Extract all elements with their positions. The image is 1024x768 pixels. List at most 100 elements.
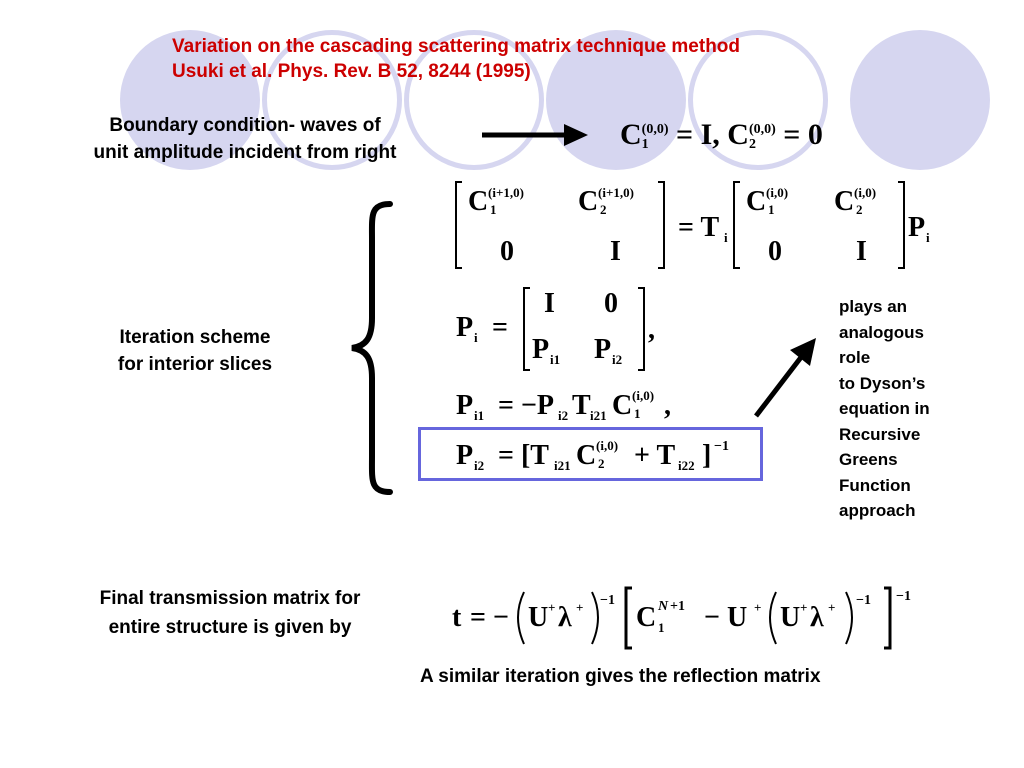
svg-text:+: + xyxy=(800,600,807,615)
svg-text:i1: i1 xyxy=(474,408,484,423)
decor-circle xyxy=(546,30,686,170)
svg-text:i: i xyxy=(724,230,728,245)
svg-text:(i,0): (i,0) xyxy=(854,185,876,200)
svg-text:−1: −1 xyxy=(856,593,871,608)
svg-text:λ: λ xyxy=(810,602,824,633)
svg-text:2: 2 xyxy=(856,202,863,217)
reflection-note: A similar iteration gives the reflection… xyxy=(420,666,821,687)
svg-text:1: 1 xyxy=(490,202,497,217)
note-line: analogous xyxy=(839,322,925,342)
svg-text:−1: −1 xyxy=(600,593,615,608)
svg-text:1: 1 xyxy=(768,202,775,217)
svg-text:N: N xyxy=(657,599,669,614)
svg-text:]: ] xyxy=(702,440,711,471)
pi2-equation-box xyxy=(418,427,763,481)
note-line: to Dyson’s xyxy=(839,373,926,393)
svg-text:0: 0 xyxy=(500,236,514,267)
decor-circle xyxy=(850,30,990,170)
boundary-condition-text: Boundary condition- waves of unit amplit… xyxy=(40,112,450,166)
svg-text:0: 0 xyxy=(768,236,782,267)
svg-text:,: , xyxy=(664,390,671,421)
svg-text:+: + xyxy=(828,600,835,615)
transmission-equation: t = − U + λ + −1 C N +1 1 − U + U + λ + … xyxy=(452,586,911,650)
svg-text:I: I xyxy=(856,236,867,267)
svg-text:U: U xyxy=(528,602,548,633)
svg-text:(i+1,0): (i+1,0) xyxy=(598,185,634,200)
svg-text:=: = xyxy=(492,312,508,343)
svg-text:(i,0): (i,0) xyxy=(766,185,788,200)
svg-text:1: 1 xyxy=(658,620,665,635)
svg-text:i2: i2 xyxy=(474,458,484,473)
svg-text:C: C xyxy=(612,390,632,421)
matrix-iteration-equation: C (i+1,0) 1 C (i+1,0) 2 0 I = T i C (i,0… xyxy=(455,181,930,269)
decor-circle-ring xyxy=(262,30,402,170)
right-arrow-icon xyxy=(482,124,588,146)
boundary-line-1: Boundary condition- waves of xyxy=(109,115,381,136)
note-line: equation in xyxy=(839,399,930,418)
svg-text:I: I xyxy=(544,288,555,319)
svg-text:0: 0 xyxy=(604,288,618,319)
svg-text:U: U xyxy=(780,602,800,633)
pi2-equation: P i2 = [T i21 C (i,0) 2 + T i22 ] −1 xyxy=(456,438,729,473)
svg-text:C: C xyxy=(746,186,766,217)
svg-text:,: , xyxy=(648,314,655,345)
svg-text:C: C xyxy=(576,440,596,471)
svg-text:(i,0): (i,0) xyxy=(632,388,654,403)
svg-text:i: i xyxy=(926,230,930,245)
svg-text:+: + xyxy=(754,600,761,615)
diagonal-arrow-icon xyxy=(754,338,816,418)
note-line: Function xyxy=(839,475,911,495)
svg-text:− U: − U xyxy=(704,602,747,633)
svg-text:T: T xyxy=(572,390,591,421)
svg-text:C: C xyxy=(636,602,656,633)
svg-text:I: I xyxy=(610,236,621,267)
note-line: approach xyxy=(839,501,916,520)
svg-text:i21: i21 xyxy=(554,458,571,473)
final-line-2: entire structure is given by xyxy=(108,617,352,638)
note-line: Greens xyxy=(839,450,898,469)
svg-text:−1: −1 xyxy=(714,439,729,454)
svg-text:t: t xyxy=(452,602,462,633)
note-line: role xyxy=(839,348,871,367)
svg-text:= −: = − xyxy=(470,602,509,633)
dyson-note: plays an analogous role to Dyson’s equat… xyxy=(839,294,930,524)
svg-text:P: P xyxy=(456,440,473,471)
svg-text:(i+1,0): (i+1,0) xyxy=(488,185,524,200)
svg-text:+: + xyxy=(576,600,583,615)
pi-matrix-equation: P i = I 0 P i1 P i2 , xyxy=(456,287,655,371)
svg-text:i1: i1 xyxy=(550,352,560,367)
svg-text:C: C xyxy=(578,186,598,217)
svg-text:P: P xyxy=(594,334,611,365)
svg-text:C: C xyxy=(834,186,854,217)
svg-text:+ T: + T xyxy=(634,440,675,471)
reference-line-1: Variation on the cascading scattering ma… xyxy=(172,36,741,57)
iteration-line-1: Iteration scheme xyxy=(119,327,271,348)
decor-circle-ring xyxy=(688,30,828,170)
svg-text:= T: = T xyxy=(678,212,719,243)
final-line-1: Final transmission matrix for xyxy=(99,588,361,609)
boundary-line-2: unit amplitude incident from right xyxy=(93,142,397,163)
decor-circle xyxy=(120,30,260,170)
svg-text:i22: i22 xyxy=(678,458,695,473)
reference-title: Variation on the cascading scattering ma… xyxy=(172,34,740,84)
iteration-line-2: for interior slices xyxy=(117,354,273,375)
decor-circle-ring xyxy=(404,30,544,170)
svg-text:i2: i2 xyxy=(612,352,622,367)
svg-text:i2: i2 xyxy=(558,408,568,423)
note-line: Recursive xyxy=(839,424,921,444)
svg-text:P: P xyxy=(456,312,473,343)
svg-text:+: + xyxy=(548,600,555,615)
svg-text:i: i xyxy=(474,330,478,345)
svg-text:1: 1 xyxy=(634,406,641,421)
svg-text:+1: +1 xyxy=(670,599,685,614)
svg-text:2: 2 xyxy=(598,456,605,471)
svg-text:λ: λ xyxy=(558,602,572,633)
svg-text:= −P: = −P xyxy=(498,390,554,421)
boundary-equation: C(0,0)1 = I, C(0,0)2 = 0 xyxy=(620,118,823,153)
svg-text:C: C xyxy=(468,186,488,217)
svg-text:P: P xyxy=(532,334,549,365)
svg-text:P: P xyxy=(456,390,473,421)
reference-line-2: Usuki et al. Phys. Rev. B 52, 8244 (1995… xyxy=(172,61,531,82)
svg-text:= [T: = [T xyxy=(498,440,549,471)
iteration-scheme-text: Iteration scheme for interior slices xyxy=(80,324,310,378)
